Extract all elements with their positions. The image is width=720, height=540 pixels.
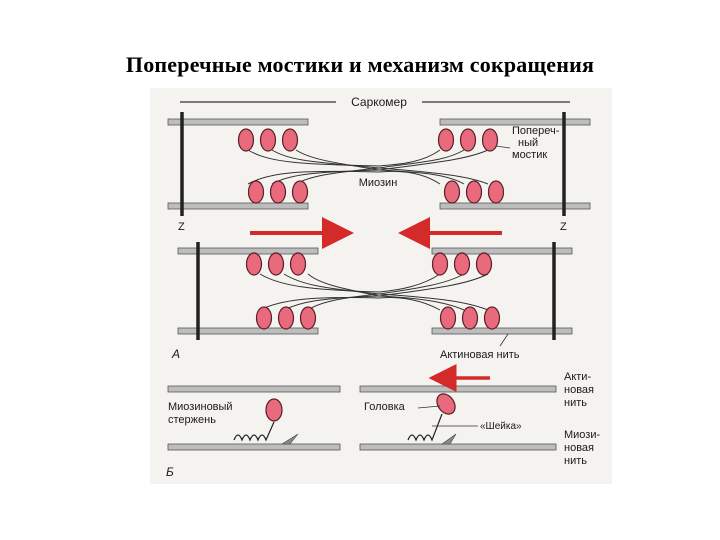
myosin-head bbox=[433, 390, 459, 417]
myosin-filament bbox=[260, 274, 488, 310]
head-label: Головка bbox=[364, 401, 406, 413]
myosin-heads bbox=[247, 253, 500, 329]
actin-filament bbox=[432, 328, 572, 334]
sarcomere-bottom: Актиновая нить А bbox=[171, 242, 572, 361]
panel-b-letter: Б bbox=[166, 465, 174, 479]
sarcomere-diagram: Саркомер Z Z bbox=[150, 88, 612, 484]
neck-spring bbox=[408, 414, 442, 440]
sarcomere-top: Саркомер Z Z bbox=[168, 95, 590, 233]
actin-filament-label: Актиновая нить bbox=[440, 349, 520, 361]
myosin-label: Миозин bbox=[359, 177, 398, 189]
actin-filament bbox=[432, 248, 572, 254]
myosin-head bbox=[266, 399, 282, 421]
sarcomere-label: Саркомер bbox=[351, 95, 407, 109]
actin-filament bbox=[168, 119, 308, 125]
myosin-thread-label: Миози- новая нить bbox=[564, 429, 603, 467]
actin-filament bbox=[440, 203, 590, 209]
z-label-right: Z bbox=[560, 221, 567, 233]
z-label-left: Z bbox=[178, 221, 185, 233]
actin-filament bbox=[168, 386, 340, 392]
actin-thread-label: Акти- новая нить bbox=[564, 371, 597, 409]
myosin-rod-label: Миозиновый стержень bbox=[168, 401, 236, 426]
panel-b: Миозиновый стержень Головка «Шейка» Акти… bbox=[166, 371, 603, 479]
cross-bridge-label: Попереч- ный мостик bbox=[512, 125, 562, 161]
myosin-filament-rod bbox=[360, 444, 556, 450]
neck-spring bbox=[234, 422, 274, 440]
actin-filament bbox=[360, 386, 556, 392]
slide-title: Поперечные мостики и механизм сокращения bbox=[0, 52, 720, 78]
myosin-filament-rod bbox=[168, 444, 340, 450]
actin-filament bbox=[168, 203, 308, 209]
neck-label: «Шейка» bbox=[480, 421, 522, 432]
panel-a-letter: А bbox=[171, 347, 180, 361]
